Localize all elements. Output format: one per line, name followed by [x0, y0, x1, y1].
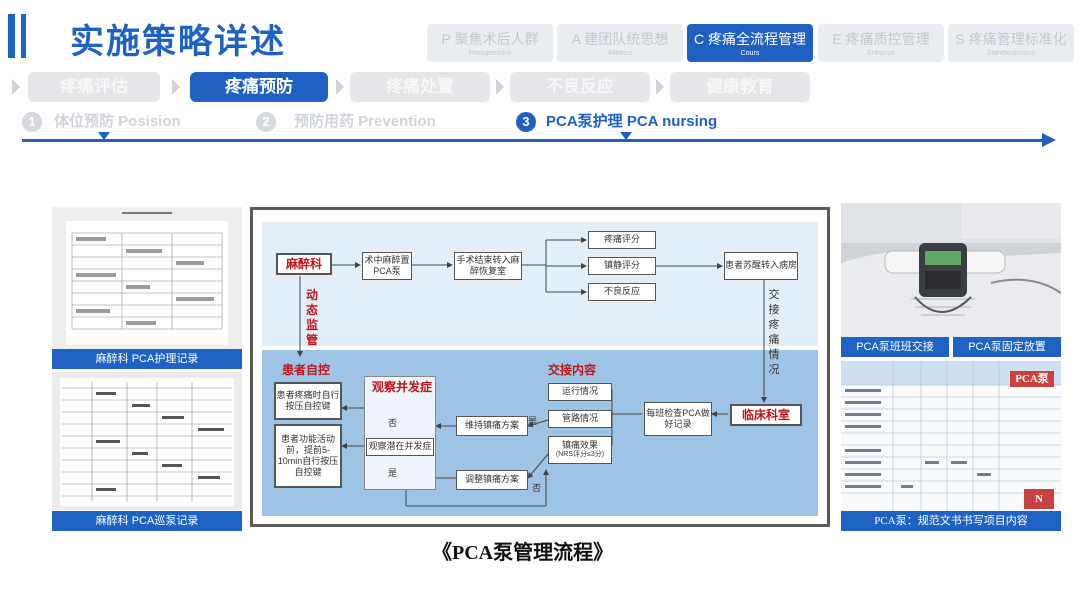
step-pain-treatment[interactable]: 疼痛处置: [350, 72, 490, 102]
timeline-arrow-icon: [1042, 133, 1056, 147]
node-maintain-analgesia: 维持镇痛方案: [456, 416, 528, 436]
node-tube-status: 管路情况: [548, 410, 612, 428]
sub-item-posision[interactable]: 体位预防 Posision: [54, 113, 181, 130]
label-dynamic-supervision: 动态监管: [305, 288, 318, 347]
node-sedation-score: 镇静评分: [588, 257, 656, 275]
node-patient-control-1: 患者疼痛时自行按压自控键: [274, 382, 342, 420]
node-transfer-recovery: 手术结束转入麻醉恢复室: [454, 252, 522, 280]
document-table-image: [52, 372, 242, 510]
n-tag: N: [1024, 489, 1054, 509]
tab-label: C 疼痛全流程管理: [694, 31, 806, 47]
label-no-2: 否: [532, 483, 542, 493]
page-title: 实施策略详述: [70, 23, 286, 61]
node-analgesic-effect: 镇痛效果 (NRS评分≤3分): [548, 436, 612, 464]
node-adjust-analgesia: 调整镇痛方案: [456, 470, 528, 490]
pca-nursing-record-photo: [52, 207, 242, 349]
section-patient-control: 患者自控: [282, 363, 331, 377]
photo-caption: PCA泵固定放置: [953, 337, 1061, 357]
label-yes: 是: [388, 468, 398, 478]
title-accent-bar-2: [21, 14, 26, 58]
diagram-caption: 《PCA泵管理流程》: [432, 542, 614, 564]
node-anesthesia: 麻醉科: [276, 253, 332, 275]
nrs-note: (NRS评分≤3分): [555, 451, 605, 459]
tab-sublabel: Standardization: [986, 50, 1036, 57]
tab-sublabel: Enhance: [867, 50, 895, 57]
pca-pump-image: [841, 203, 1061, 337]
step-pain-assessment[interactable]: 疼痛评估: [28, 72, 160, 102]
node-ward-transfer: 患者苏醒转入病房: [724, 252, 798, 280]
section-handover-content: 交接内容: [548, 363, 597, 377]
tab-cours[interactable]: C 疼痛全流程管理 Cours: [687, 24, 813, 62]
timeline: [22, 139, 1044, 142]
sub-item-number-1: 1: [22, 112, 42, 132]
diagram-lower-panel: [262, 350, 818, 516]
timeline-marker-icon: [98, 132, 110, 140]
chevron-right-icon: [336, 79, 344, 95]
step-adverse-reaction[interactable]: 不良反应: [510, 72, 650, 102]
timeline-marker-icon: [620, 132, 632, 140]
tab-label: A 建团队统思想: [571, 31, 669, 47]
label-yes-2: 是: [528, 416, 538, 426]
chevron-right-icon: [172, 79, 180, 95]
analgesic-effect-label: 镇痛效果: [561, 440, 598, 450]
sub-item-number-3: 3: [516, 112, 536, 132]
section-observe-complications: 观察并发症: [372, 380, 433, 394]
tab-sublabel: Postoperative: [468, 50, 512, 57]
tab-alliance[interactable]: A 建团队统思想 Alliance: [557, 24, 683, 62]
tab-label: S 疼痛管理标准化: [955, 31, 1067, 47]
sub-item-prevention[interactable]: 预防用药 Prevention: [294, 113, 436, 130]
observe-panel: [364, 376, 436, 490]
tab-sublabel: Cours: [740, 50, 760, 57]
tab-label: E 疼痛质控管理: [832, 31, 930, 47]
photo-caption: 麻醉科 PCA巡泵记录: [52, 511, 242, 531]
tab-standardization[interactable]: S 疼痛管理标准化 Standardization: [948, 24, 1074, 62]
node-patient-control-2: 患者功能活动前，提前5-10min自行按压自控键: [274, 424, 342, 488]
title-accent-bar: [8, 14, 15, 58]
chevron-right-icon: [12, 79, 20, 95]
node-shift-check: 每班检查PCA做好记录: [644, 402, 712, 436]
node-adverse-reaction: 不良反应: [588, 283, 656, 301]
diagram-upper-panel: [262, 222, 818, 346]
tab-sublabel: Alliance: [607, 50, 633, 57]
node-intraop-pca: 术中麻醉置PCA泵: [362, 252, 412, 280]
tab-enhance[interactable]: E 疼痛质控管理 Enhance: [818, 24, 944, 62]
photo-caption: 麻醉科 PCA护理记录: [52, 349, 242, 369]
node-clinical-department: 临床科室: [730, 404, 802, 426]
pca-pump-tag: PCA泵: [1010, 371, 1054, 387]
step-health-education[interactable]: 健康教育: [670, 72, 810, 102]
label-no: 否: [388, 418, 398, 428]
tab-label: P 聚焦术后人群: [441, 31, 539, 47]
node-pain-score: 疼痛评分: [588, 231, 656, 249]
chevron-right-icon: [496, 79, 504, 95]
sub-item-number-2: 2: [256, 112, 276, 132]
node-observe-complications: 观察潜在并发症: [366, 438, 434, 456]
chevron-right-icon: [656, 79, 664, 95]
tab-postoperative[interactable]: P 聚焦术后人群 Postoperative: [427, 24, 553, 62]
node-running-status: 运行情况: [548, 383, 612, 401]
photo-caption: PCA泵班班交接: [841, 337, 949, 357]
pca-pump-bed-photo: [841, 203, 1061, 337]
pca-patrol-record-photo: [52, 372, 242, 510]
label-handover-pain: 交接疼痛情况: [768, 289, 780, 376]
document-form-image: [52, 207, 242, 349]
step-pain-prevention[interactable]: 疼痛预防: [190, 72, 328, 102]
sub-item-pca-nursing[interactable]: PCA泵护理 PCA nursing: [546, 113, 718, 130]
photo-caption: PCA泵：规范文书书写项目内容: [841, 511, 1061, 531]
